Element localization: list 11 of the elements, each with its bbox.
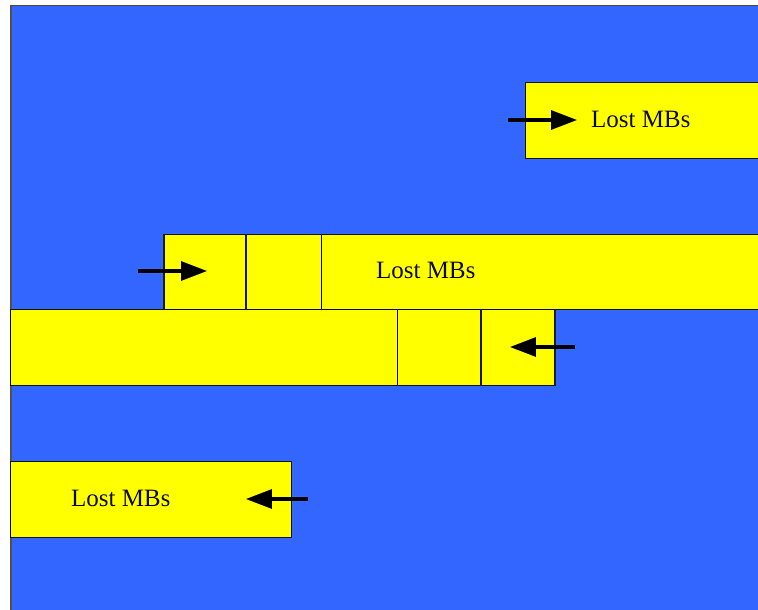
bar-label: Lost MBs — [591, 106, 690, 134]
cell — [481, 310, 555, 385]
bar — [10, 461, 292, 538]
cell — [246, 235, 322, 309]
bar — [525, 82, 758, 159]
bar-label: Lost MBs — [376, 257, 476, 285]
bar — [10, 309, 556, 386]
bar-label: Lost MBs — [71, 484, 170, 512]
bar — [163, 234, 758, 310]
cell — [397, 310, 481, 385]
cell — [164, 235, 246, 309]
